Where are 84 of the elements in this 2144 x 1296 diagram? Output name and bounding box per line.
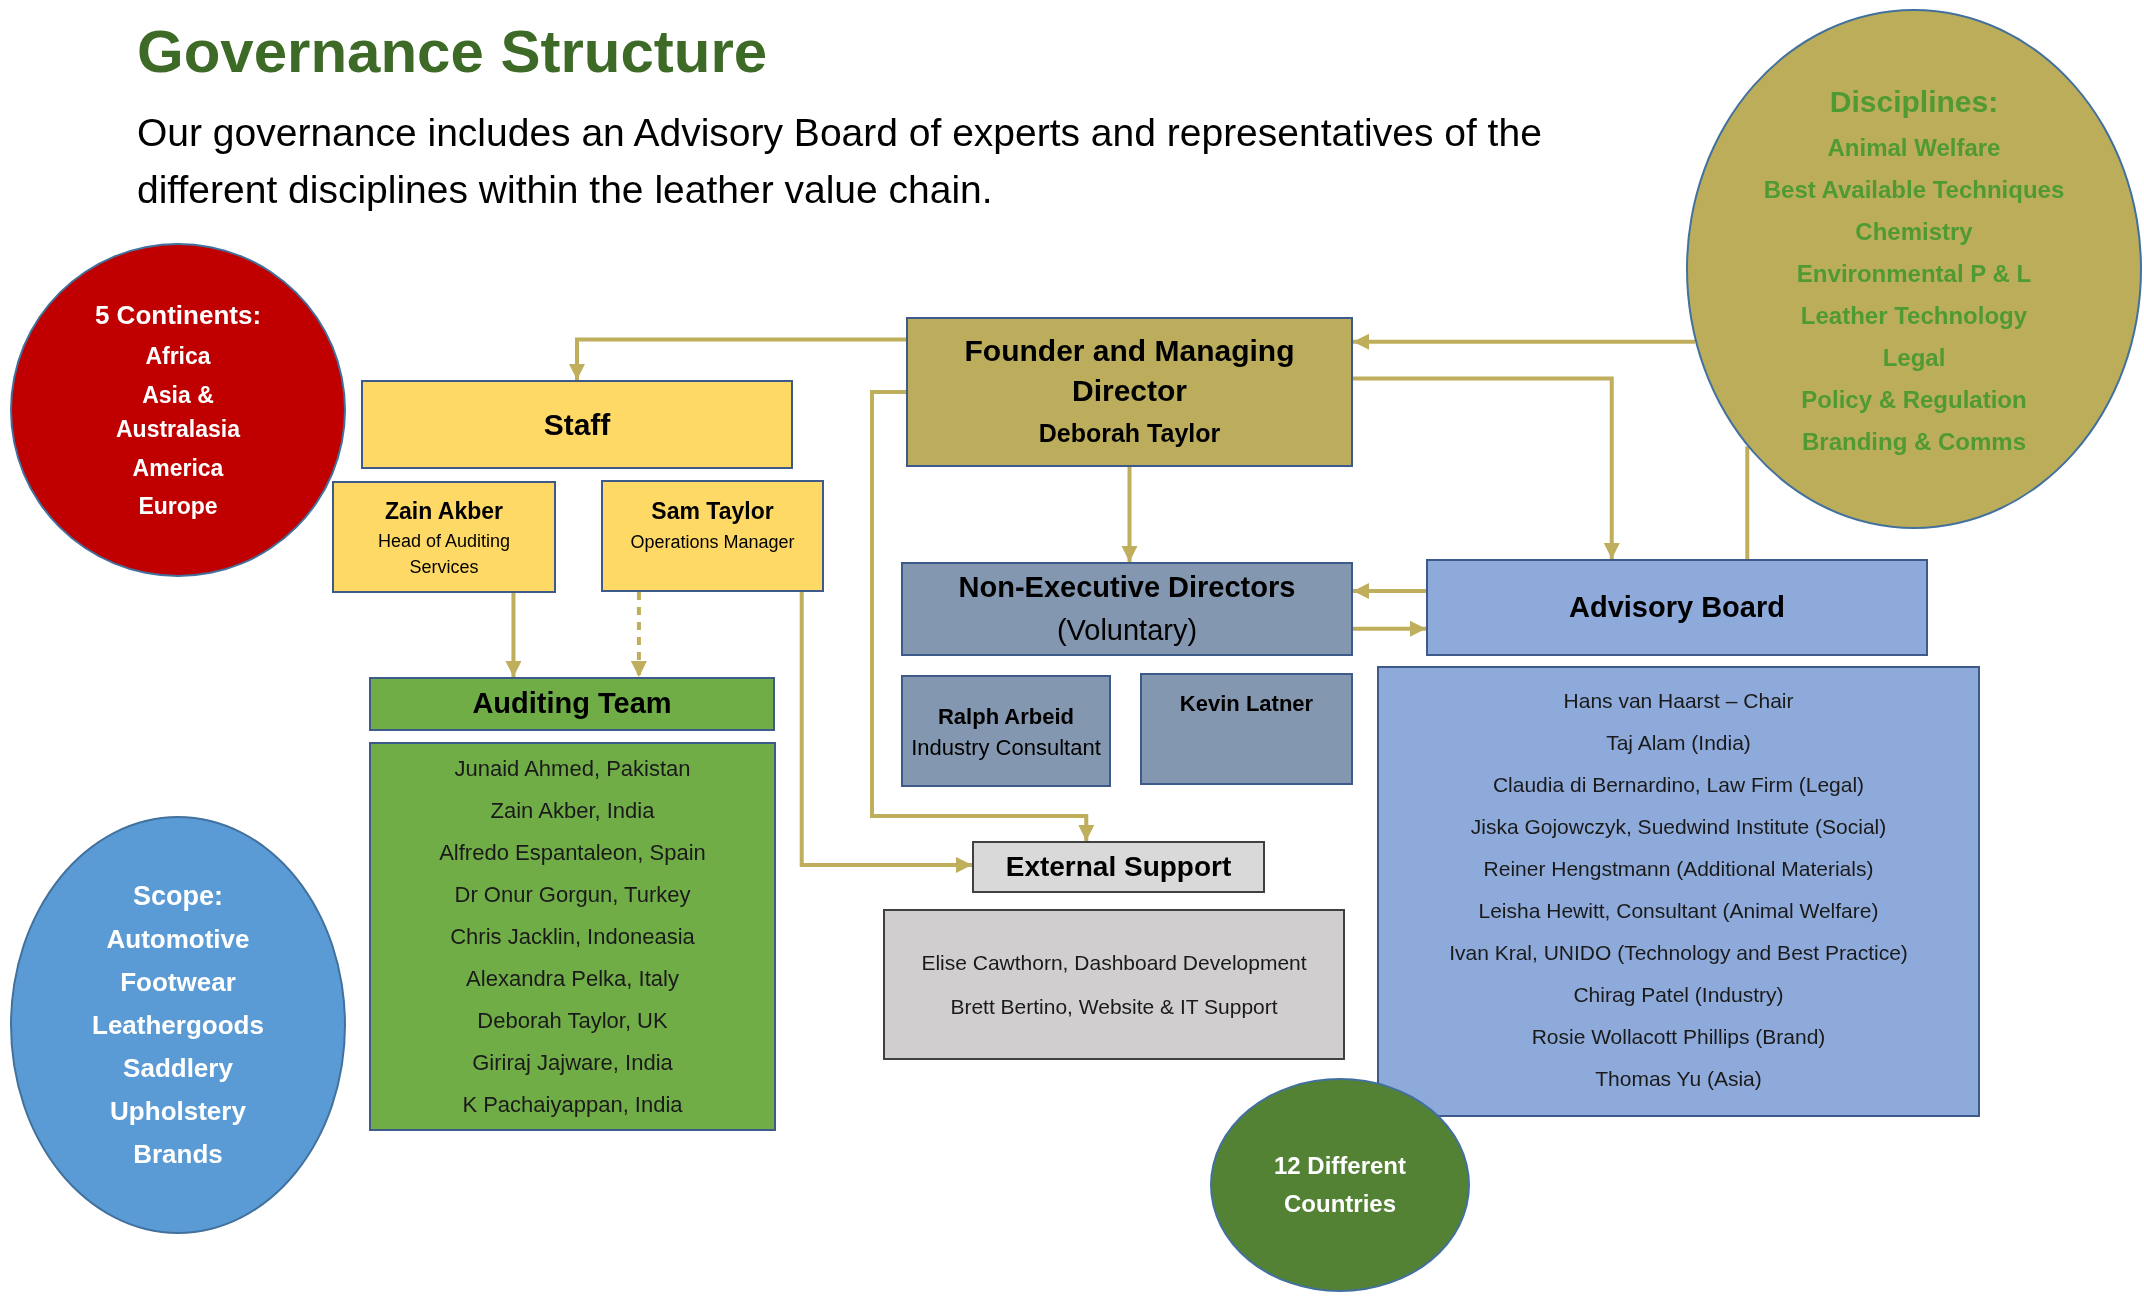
- circle-heading: Scope:: [133, 879, 223, 913]
- arrow: [1353, 583, 1426, 599]
- list-item: Chemistry: [1855, 216, 1973, 247]
- member-entry: Zain Akber, India: [490, 796, 655, 825]
- person-name: Sam Taylor: [651, 497, 774, 526]
- list-item: Best Available Techniques: [1763, 174, 2065, 205]
- member-entry: Chris Jacklin, Indoneasia: [450, 922, 695, 951]
- arrow: [630, 592, 647, 677]
- member-list-box: [369, 742, 776, 1131]
- circle-heading: Disciplines:: [1829, 83, 1999, 120]
- member-entry: Hans van Haarst – Chair: [1563, 688, 1794, 714]
- person-name: Ralph Arbeid: [937, 702, 1075, 731]
- job-title: Operations Manager: [630, 530, 795, 554]
- arrow: [1353, 333, 1696, 350]
- arrow: [870, 390, 1095, 841]
- member-entry: Rosie Wollacott Phillips (Brand): [1531, 1024, 1826, 1050]
- arrow: [1353, 376, 1620, 559]
- list-item: Saddlery: [123, 1052, 233, 1086]
- org-box: [369, 677, 775, 731]
- member-entry: Deborah Taylor, UK: [477, 1006, 668, 1035]
- person-box: [901, 675, 1111, 787]
- person-box: [601, 480, 824, 592]
- list-item: Policy & Regulation: [1801, 384, 2027, 415]
- member-entry: Taj Alam (India): [1606, 730, 1751, 756]
- org-box: [361, 380, 793, 469]
- arrow: [1121, 467, 1138, 562]
- box-title: Auditing Team: [472, 686, 672, 722]
- box-title: Staff: [543, 407, 611, 443]
- list-item: Europe: [138, 492, 218, 522]
- box-subtitle: (Voluntary): [1056, 613, 1198, 648]
- org-box: [901, 562, 1353, 656]
- person-name: Deborah Taylor: [1038, 418, 1221, 450]
- person-name: Kevin Latner: [1179, 690, 1314, 718]
- member-entry: Chirag Patel (Industry): [1573, 982, 1784, 1008]
- member-entry: Leisha Hewitt, Consultant (Animal Welfare): [1478, 898, 1879, 924]
- list-item: Africa: [145, 342, 211, 372]
- person-box: [1140, 673, 1353, 785]
- member-entry: Alexandra Pelka, Italy: [466, 964, 679, 993]
- member-entry: Junaid Ahmed, Pakistan: [454, 754, 691, 783]
- list-item: Asia & Australasia: [115, 380, 242, 445]
- member-entry: K Pachaiyappan, India: [462, 1090, 683, 1119]
- person-name: Zain Akber: [385, 496, 503, 526]
- org-box: [972, 841, 1265, 893]
- list-item: Upholstery: [110, 1095, 246, 1129]
- member-entry: Thomas Yu (Asia): [1595, 1066, 1762, 1092]
- circle-heading: 5 Continents:: [94, 299, 262, 333]
- member-entry: Reiner Hengstmann (Additional Materials): [1483, 856, 1874, 882]
- page-title: Governance Structure: [137, 17, 768, 87]
- list-item: America: [132, 453, 224, 483]
- org-box: [906, 317, 1353, 467]
- member-entry: Elise Cawthorn, Dashboard Development: [921, 949, 1307, 976]
- member-entry: Brett Bertino, Website & IT Support: [950, 993, 1278, 1020]
- list-item: Brands: [133, 1138, 223, 1172]
- member-list-box: [883, 909, 1345, 1060]
- box-title: Advisory Board: [1569, 589, 1785, 625]
- member-entry: Jiska Gojowczyk, Suedwind Institute (Social): [1470, 814, 1887, 840]
- person-box: [332, 481, 556, 593]
- arrow: [505, 593, 522, 677]
- member-entry: Dr Onur Gorgun, Turkey: [454, 880, 691, 909]
- arrow: [799, 592, 972, 873]
- list-item: Automotive: [106, 923, 250, 957]
- arrow: [569, 337, 906, 380]
- member-list-box: [1377, 666, 1980, 1117]
- list-item: Leather Technology: [1800, 300, 2028, 331]
- list-item: Footwear: [120, 966, 236, 1000]
- box-title: Founder and Managing Director: [963, 333, 1296, 410]
- org-box: [1426, 559, 1928, 656]
- box-title: Non-Executive Directors: [958, 569, 1296, 605]
- list-item: Branding & Comms: [1802, 426, 2026, 457]
- member-entry: Ivan Kral, UNIDO (Technology and Best Practice): [1449, 940, 1908, 966]
- list-item: Animal Welfare: [1827, 132, 2001, 163]
- job-title: Industry Consultant: [911, 733, 1101, 762]
- member-entry: Alfredo Espantaleon, Spain: [439, 838, 706, 867]
- job-title: Head of Auditing Services: [376, 530, 512, 580]
- list-item: Leathergoods: [92, 1009, 264, 1043]
- intro-paragraph: Our governance includes an Advisory Board of experts and representatives of the different disciplines within the leather value chain.: [137, 110, 1543, 213]
- circle-text: 12 Different Countries: [1272, 1151, 1407, 1219]
- box-title: External Support: [1005, 850, 1232, 884]
- list-item: Legal: [1882, 342, 1946, 373]
- member-entry: Giriraj Jajware, India: [472, 1048, 673, 1077]
- arrow: [1353, 620, 1426, 637]
- connector-line: [1745, 446, 1750, 559]
- list-item: Environmental P & L: [1796, 258, 2032, 289]
- member-entry: Claudia di Bernardino, Law Firm (Legal): [1492, 772, 1865, 798]
